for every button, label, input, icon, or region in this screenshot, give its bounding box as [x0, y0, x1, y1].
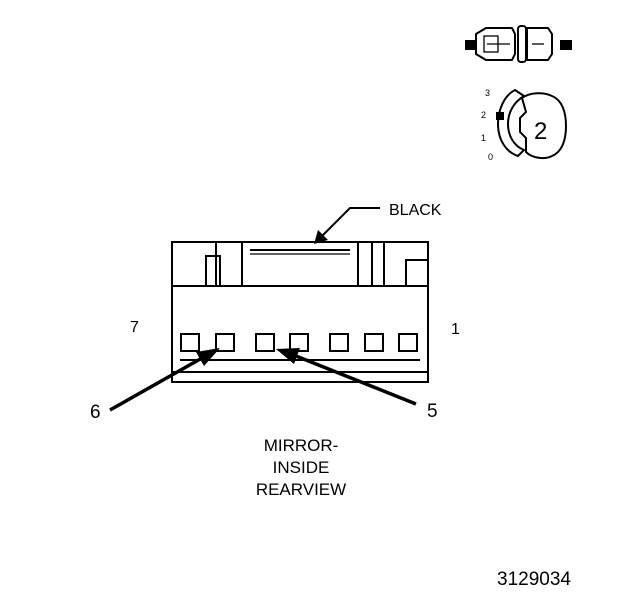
pin-cavities	[180, 333, 418, 352]
pin-end-label-left: 7	[130, 319, 139, 336]
pointer-label-left: 6	[90, 402, 101, 423]
key-position-icon: 3 2 1 0 2	[481, 88, 568, 162]
pointer-label-right: 5	[427, 401, 438, 422]
key-position-number: 2	[534, 118, 547, 145]
cavity-4	[289, 333, 309, 352]
cavity-7	[180, 333, 200, 352]
pin-end-label-right: 1	[451, 321, 460, 338]
pointer-arrow-left	[109, 348, 220, 412]
cavity-1	[398, 333, 418, 352]
cavity-6	[215, 333, 235, 352]
key-scale-1: 1	[481, 133, 486, 143]
connector-name: MIRROR- INSIDE REARVIEW	[256, 436, 346, 499]
figure-number: 3129034	[497, 569, 571, 590]
connector-color-label: BLACK	[389, 202, 442, 219]
color-callout: BLACK	[314, 202, 442, 244]
key-scale-3: 3	[485, 88, 490, 98]
cavity-2	[364, 333, 384, 352]
key-scale-2: 2	[481, 110, 486, 120]
cavity-3	[329, 333, 349, 352]
connector-name-line-2: INSIDE	[273, 458, 330, 477]
plug-connector-icon	[465, 25, 572, 63]
key-scale-0: 0	[488, 152, 493, 162]
cavity-5	[255, 333, 275, 352]
connector-name-line-1: MIRROR-	[264, 436, 339, 455]
pointer-arrow-right	[276, 348, 417, 406]
connector-name-line-3: REARVIEW	[256, 480, 346, 499]
connector-body	[171, 241, 429, 383]
